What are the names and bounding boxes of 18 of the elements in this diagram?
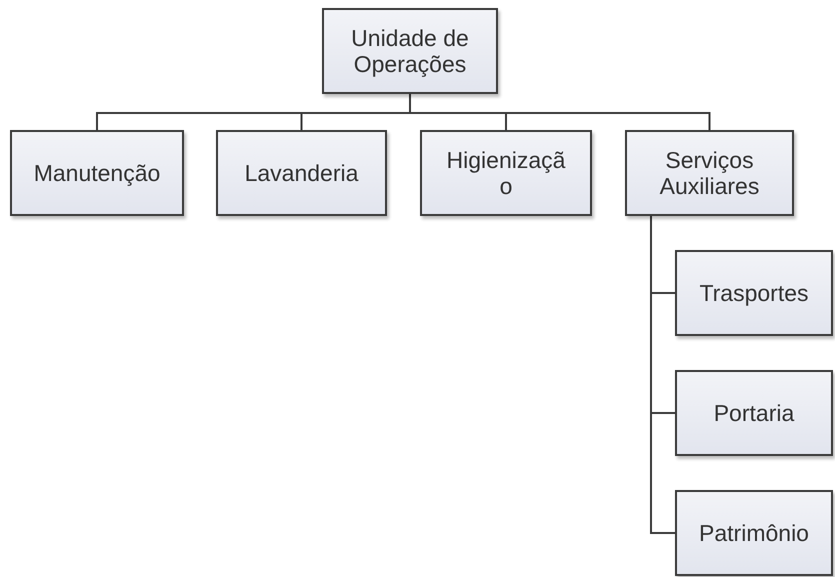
box-label: Portaria	[714, 400, 794, 426]
box-label: Higienizaçã o	[446, 146, 566, 200]
box-label: Lavanderia	[244, 160, 358, 186]
org-box	[420, 130, 592, 216]
box-label: Patrimônio	[699, 520, 809, 546]
org-box	[675, 370, 833, 456]
org-box	[322, 8, 498, 94]
org-box	[625, 130, 794, 216]
box-label: Unidade de Operações	[350, 24, 470, 78]
connector-line	[650, 216, 675, 534]
connector-line	[409, 94, 710, 130]
box-label: Manutenção	[34, 160, 160, 186]
box-label: Serviços Auxiliares	[658, 146, 760, 200]
org-box	[675, 490, 833, 576]
org-box	[675, 250, 833, 336]
org-box	[216, 130, 387, 216]
org-box	[10, 130, 184, 216]
box-label: Trasportes	[699, 280, 809, 306]
